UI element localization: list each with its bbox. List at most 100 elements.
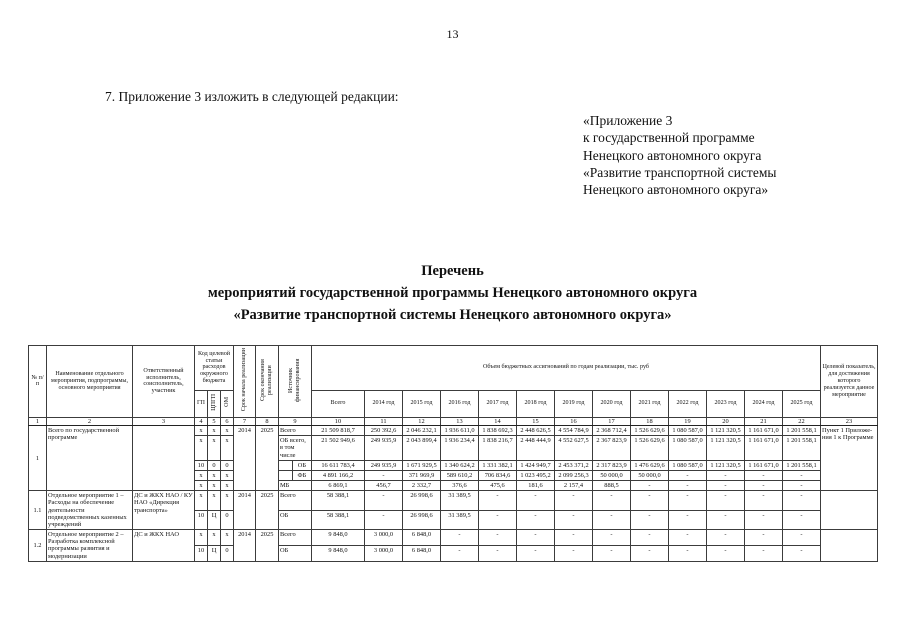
cell-value: - [516, 544, 555, 562]
cell-value: 1 080 587,0 [668, 435, 707, 461]
cell-code-gp: х [194, 490, 208, 511]
nested-source-label: ОБ [291, 461, 311, 470]
cell-value: 888,5 [592, 480, 631, 492]
cell-value: - [668, 490, 707, 511]
cell-value: - [668, 469, 707, 482]
cell-value: - [592, 529, 631, 546]
cell-value: - [478, 490, 517, 511]
annex-line: к государственной программе [583, 130, 755, 146]
col-header-cpgp-label: ЦПГП [210, 393, 217, 411]
col-header-start-label: Срок начала реализации [241, 348, 248, 412]
col-header-source: Источник финансирования [278, 345, 312, 418]
column-number: 23 [820, 416, 878, 426]
cell-target: Пункт 1 Приложе-ния 1 к Программе [820, 424, 878, 492]
cell-value: 1 838 216,7 [478, 435, 517, 461]
cell-value: 31 389,5 [440, 509, 479, 531]
cell-value: - [554, 509, 593, 531]
cell-value: 2 453 371,2 [554, 459, 593, 471]
cell-value: 16 611 783,4 [311, 459, 365, 471]
cell-value: 50 000,0 [630, 469, 669, 482]
cell-code-om: х [220, 435, 234, 461]
cell-value: - [554, 529, 593, 546]
cell-name: Всего по государственной программе [46, 424, 133, 492]
cell-code-cpgp: х [207, 490, 221, 511]
cell-code-cpgp: Ц [207, 544, 221, 562]
col-header-year: 2024 год [744, 389, 783, 418]
col-header-om-label: ОМ [223, 397, 230, 408]
cell-end: 2025 [255, 424, 279, 492]
cell-value: 376,6 [440, 480, 479, 492]
cell-value: - [554, 544, 593, 562]
cell-value: 2 099 256,3 [554, 469, 593, 482]
cell-code-gp: 10 [194, 459, 208, 471]
cell-value: - [744, 490, 783, 511]
cell-value: 2 448 444,9 [516, 435, 555, 461]
annex-line: «Приложение 3 [583, 113, 673, 128]
cell-value: - [516, 529, 555, 546]
col-header-year: 2016 год [440, 389, 479, 418]
cell-value: - [744, 529, 783, 546]
cell-end: 2025 [255, 490, 279, 531]
cell-value: 3 000,0 [364, 544, 403, 562]
cell-value: 21 509 818,7 [311, 424, 365, 437]
col-header-year: 2017 год [478, 389, 517, 418]
cell-value: 371 969,9 [402, 469, 441, 482]
cell-code-cpgp: 0 [207, 459, 221, 471]
cell-value: - [630, 480, 669, 492]
cell-value: 456,7 [364, 480, 403, 492]
annex-line: Ненецкого автономного округа» [583, 182, 769, 198]
column-number: 21 [744, 416, 783, 426]
column-number: 10 [311, 416, 365, 426]
cell-value: - [668, 509, 707, 531]
annex-line: «Развитие транспортной системы [583, 164, 777, 180]
cell-code-om: х [220, 424, 234, 437]
annex-line: Ненецкого автономного округа [583, 147, 762, 163]
col-header-num: № п/п [28, 345, 47, 418]
col-header-name: Наименование отдельного мероприятия, под… [46, 345, 133, 418]
cell-code-om: 0 [220, 509, 234, 531]
col-header-year: 2020 год [592, 389, 631, 418]
column-number: 14 [478, 416, 517, 426]
cell-value: - [516, 490, 555, 511]
cell-name: Отдельное мероприятие 2 – Разработка ком… [46, 529, 133, 562]
col-header-end: Срок окончания реализации [255, 345, 279, 418]
col-header-cpgp: ЦПГП [207, 389, 221, 418]
col-header-code-group: Код целевой статьи расходов окружного бю… [194, 345, 234, 391]
cell-value: - [668, 544, 707, 562]
cell-value: - [478, 509, 517, 531]
cell-value: 2 332,7 [402, 480, 441, 492]
cell-value: - [782, 490, 821, 511]
cell-target [820, 490, 878, 531]
cell-value: 1 121 320,5 [706, 435, 745, 461]
cell-value: 4 891 166,2 [311, 469, 365, 482]
cell-value: 2 448 626,5 [516, 424, 555, 437]
col-header-om: ОМ [220, 389, 234, 418]
cell-value: 250 392,6 [364, 424, 403, 437]
cell-value: - [744, 469, 783, 482]
column-number: 16 [554, 416, 593, 426]
cell-code-om: х [220, 529, 234, 546]
cell-value: 1 201 558,1 [782, 424, 821, 437]
nested-source-label: ФБ [291, 471, 311, 480]
column-number: 7 [233, 416, 256, 426]
cell-value: 706 834,6 [478, 469, 517, 482]
column-number: 13 [440, 416, 479, 426]
cell-value: 1 080 587,0 [668, 459, 707, 471]
col-header-source-label: Источник финансирования [288, 358, 301, 402]
cell-value: - [744, 544, 783, 562]
col-header-volume-group: Объем бюджетных ассигнований по годам ре… [311, 345, 821, 391]
cell-value: 249 935,9 [364, 435, 403, 461]
col-header-gp: ГП [194, 389, 208, 418]
cell-value: 2 317 823,9 [592, 459, 631, 471]
cell-code-om: х [220, 490, 234, 511]
cell-code-gp: х [194, 480, 208, 492]
cell-value: 1 023 495,2 [516, 469, 555, 482]
cell-value: 475,6 [478, 480, 517, 492]
cell-source: Всего [278, 424, 312, 437]
cell-value: 58 388,1 [311, 509, 365, 531]
cell-value: 26 998,6 [402, 509, 441, 531]
col-header-end-label: Срок окончания реализации [260, 359, 273, 401]
cell-value: 1 526 629,6 [630, 424, 669, 437]
cell-code-cpgp: Ц [207, 509, 221, 531]
